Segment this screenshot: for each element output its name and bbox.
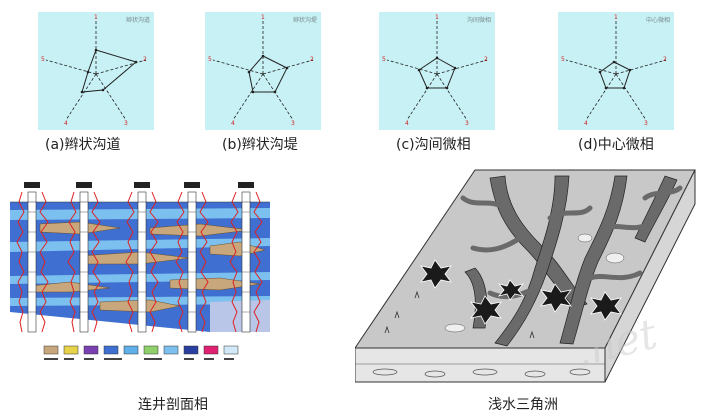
axis-label-2: 2 [143, 56, 147, 63]
well-correlation-section [10, 172, 280, 362]
radar-chart-b: 辫状沟堤 1 2 3 4 5 [205, 12, 321, 130]
radar-title: 中心微相 [645, 17, 670, 24]
axis-label-1: 1 [94, 14, 98, 21]
axis-label-3: 3 [124, 120, 128, 127]
axis-label-2: 2 [663, 56, 667, 63]
radar-chart-a: 辫状沟道 1 2 3 4 5 [38, 12, 154, 130]
axis-label-5: 5 [41, 56, 45, 63]
caption-well-section: 连井剖面相 [138, 397, 208, 413]
caption-d: (d)中心微相 [578, 137, 654, 153]
caption-a: (a)辫状沟道 [45, 137, 121, 153]
radar-chart-d: 中心微相 1 2 3 4 5 [558, 12, 674, 130]
radar-title: 沟间微相 [466, 17, 491, 24]
axis-label-3: 3 [465, 120, 469, 127]
axis-label-4: 4 [64, 120, 68, 127]
radar-title: 辫状沟道 [125, 17, 150, 24]
radar-chart-c: 沟间微相 1 2 3 4 5 [379, 12, 495, 130]
axis-label-1: 1 [435, 14, 439, 21]
axis-label-1: 1 [261, 14, 265, 21]
axis-label-4: 4 [231, 120, 235, 127]
axis-label-3: 3 [291, 120, 295, 127]
axis-label-4: 4 [405, 120, 409, 127]
caption-c: (c)沟间微相 [396, 137, 471, 153]
radar-title: 辫状沟堤 [292, 17, 317, 24]
caption-b: (b)辫状沟堤 [222, 137, 298, 153]
axis-label-5: 5 [561, 56, 565, 63]
axis-label-5: 5 [382, 56, 386, 63]
axis-label-4: 4 [584, 120, 588, 127]
axis-label-1: 1 [614, 14, 618, 21]
axis-label-2: 2 [310, 56, 314, 63]
axis-label-3: 3 [644, 120, 648, 127]
axis-label-5: 5 [208, 56, 212, 63]
caption-delta: 浅水三角洲 [488, 397, 558, 413]
axis-label-2: 2 [484, 56, 488, 63]
delta-block-diagram [354, 168, 698, 386]
section-legend [42, 344, 242, 366]
